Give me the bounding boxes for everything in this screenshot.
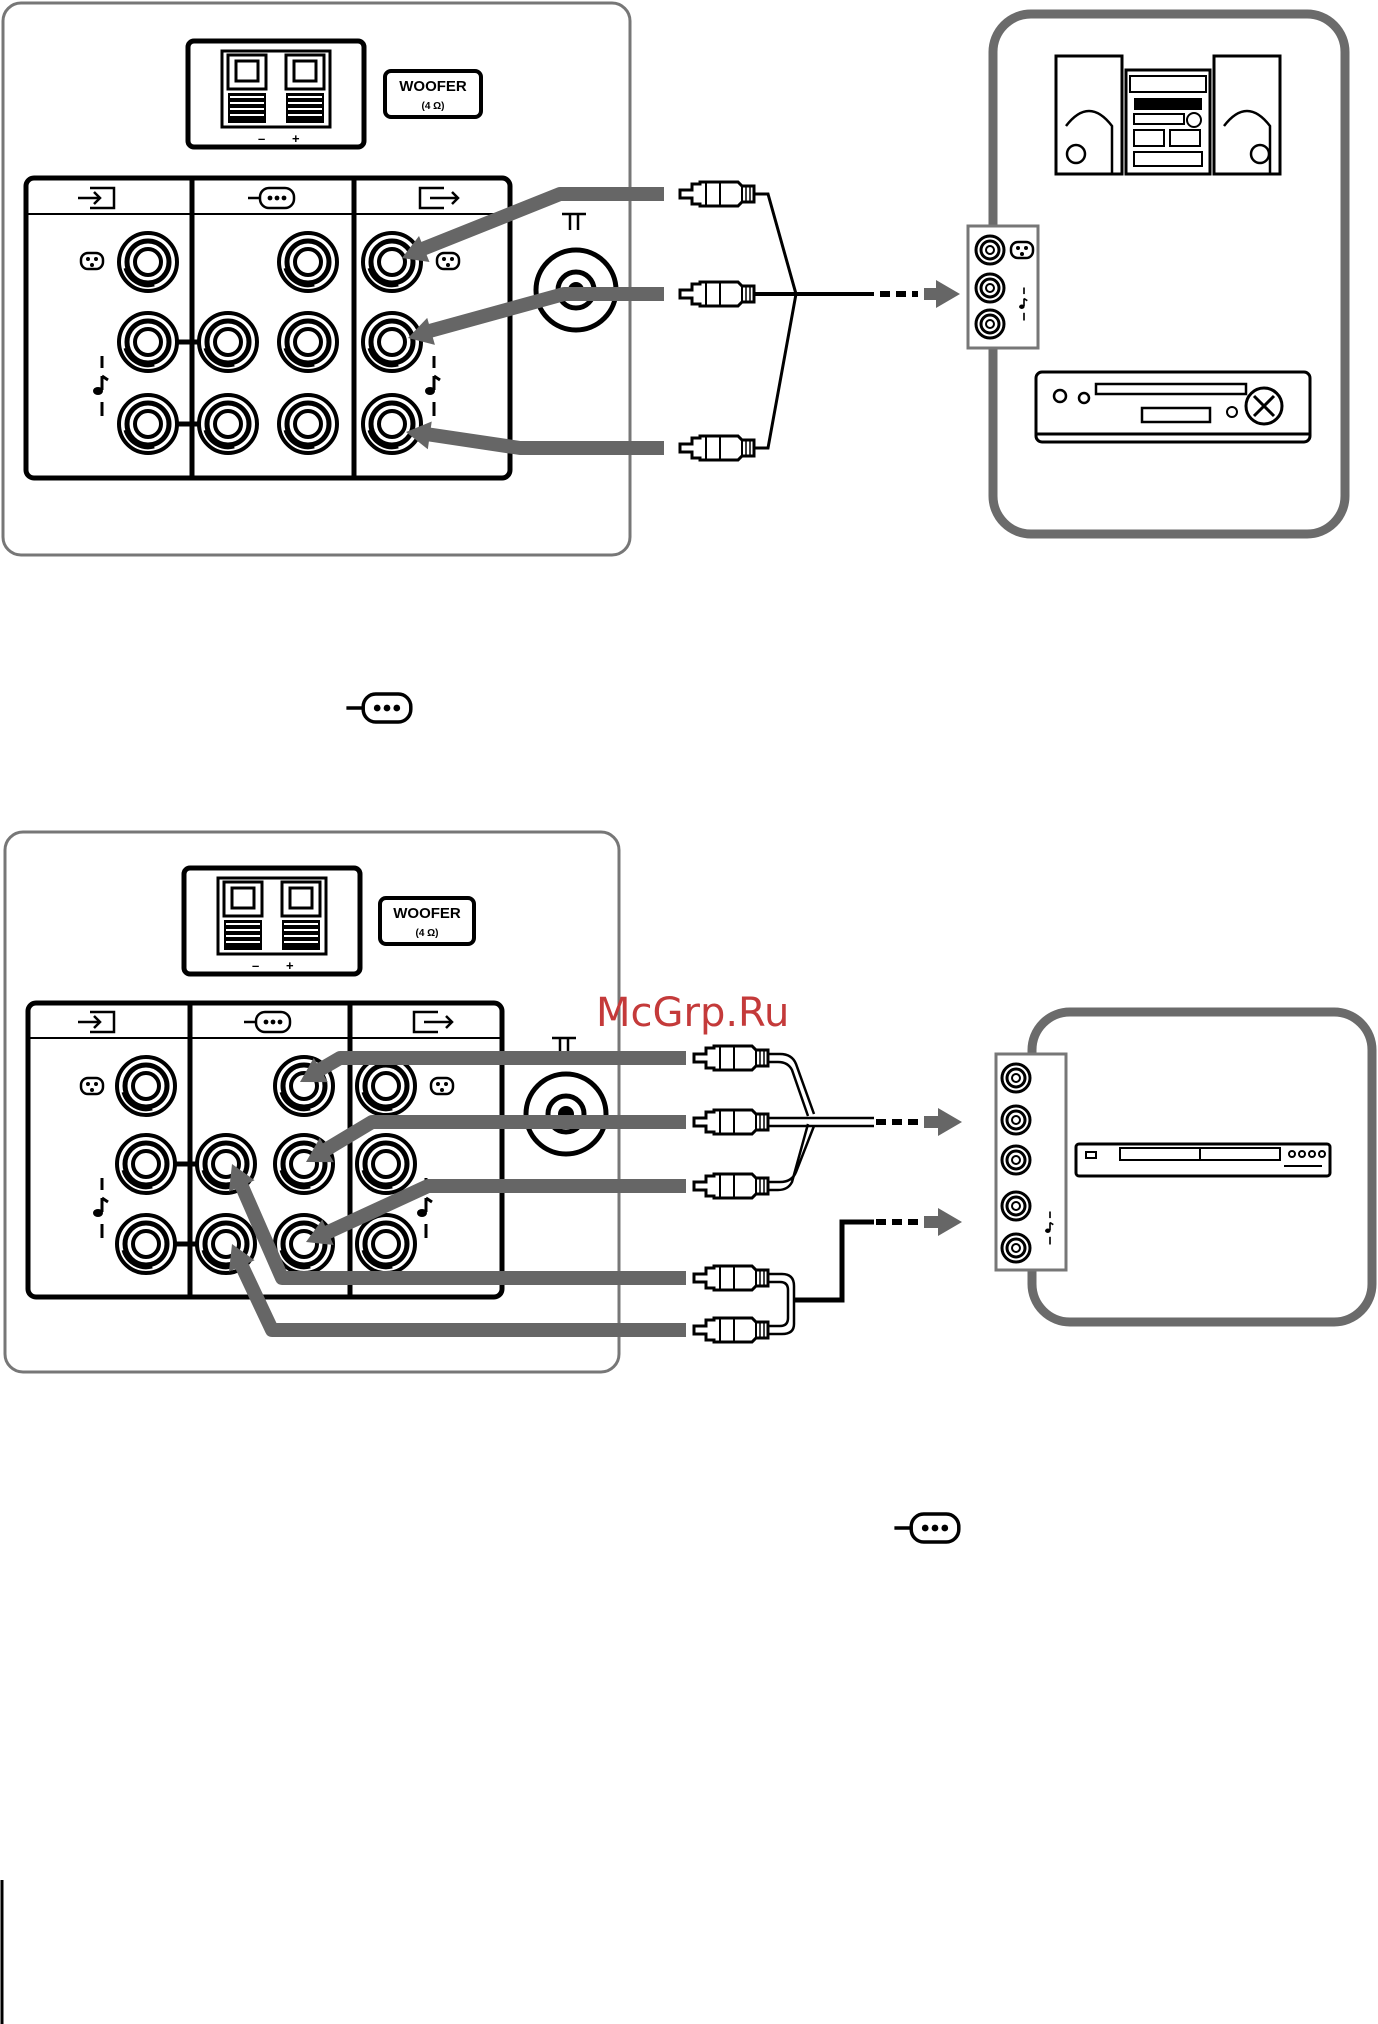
woofer-ohm-label: (4 Ω) bbox=[421, 101, 444, 112]
video-in-jack bbox=[117, 1057, 175, 1115]
audio-out-r-jack bbox=[357, 1215, 415, 1273]
stereo-system-icon bbox=[1056, 56, 1280, 174]
component-input-icon bbox=[346, 694, 410, 722]
component-jack bbox=[199, 313, 257, 371]
component-input-icon bbox=[894, 1514, 958, 1542]
component-jack bbox=[199, 395, 257, 453]
audio-in-r-jack bbox=[119, 395, 177, 453]
video-jack-icon bbox=[81, 253, 103, 269]
woofer-plus-label: + bbox=[292, 131, 300, 146]
audio-out-r-jack bbox=[363, 395, 421, 453]
audio-cable bbox=[694, 1208, 962, 1342]
woofer-minus-label: – bbox=[258, 131, 265, 146]
woofer-terminal: – + bbox=[188, 41, 364, 147]
component-y-jack bbox=[279, 233, 337, 291]
antenna-icon bbox=[562, 214, 586, 230]
video-jack-icon bbox=[431, 1078, 453, 1094]
dvd-equipment-box bbox=[996, 1012, 1372, 1322]
audio-out-l-jack bbox=[363, 313, 421, 371]
dvd-player-icon bbox=[1076, 1144, 1330, 1176]
rca-cable bbox=[680, 182, 960, 460]
diagram-1: – + WOOFER (4 Ω) bbox=[3, 3, 1345, 555]
video-out-jack bbox=[357, 1057, 415, 1115]
woofer-ohm-label: (4 Ω) bbox=[415, 928, 438, 939]
video-jack-icon bbox=[1011, 242, 1033, 258]
watermark-text: McGrp.Ru bbox=[596, 990, 789, 1036]
woofer-plus-label: + bbox=[286, 958, 294, 973]
video-out-jack bbox=[363, 233, 421, 291]
antenna-input bbox=[536, 214, 616, 330]
woofer-label: WOOFER bbox=[399, 78, 467, 95]
video-jack-icon bbox=[81, 1078, 103, 1094]
vcr-icon bbox=[1036, 372, 1310, 442]
audio-in-r-jack bbox=[117, 1215, 175, 1273]
audio-out-l-jack bbox=[357, 1135, 415, 1193]
woofer-minus-label: – bbox=[252, 958, 259, 973]
diagram-2: – + WOOFER (4 Ω) bbox=[5, 832, 1372, 1372]
video-jack-icon bbox=[437, 253, 459, 269]
video-in-jack bbox=[119, 233, 177, 291]
woofer-label-box: WOOFER (4 Ω) bbox=[380, 898, 474, 944]
component-pr-jack bbox=[279, 395, 337, 453]
audio-in-l-jack bbox=[117, 1135, 175, 1193]
woofer-terminal: – + bbox=[184, 868, 360, 974]
audio-in-l-jack bbox=[119, 313, 177, 371]
component-video-cable bbox=[694, 1046, 962, 1198]
component-pb-jack bbox=[279, 313, 337, 371]
woofer-label-box: WOOFER (4 Ω) bbox=[385, 71, 481, 117]
woofer-label: WOOFER bbox=[393, 905, 461, 922]
audio-equipment-box bbox=[968, 14, 1345, 534]
